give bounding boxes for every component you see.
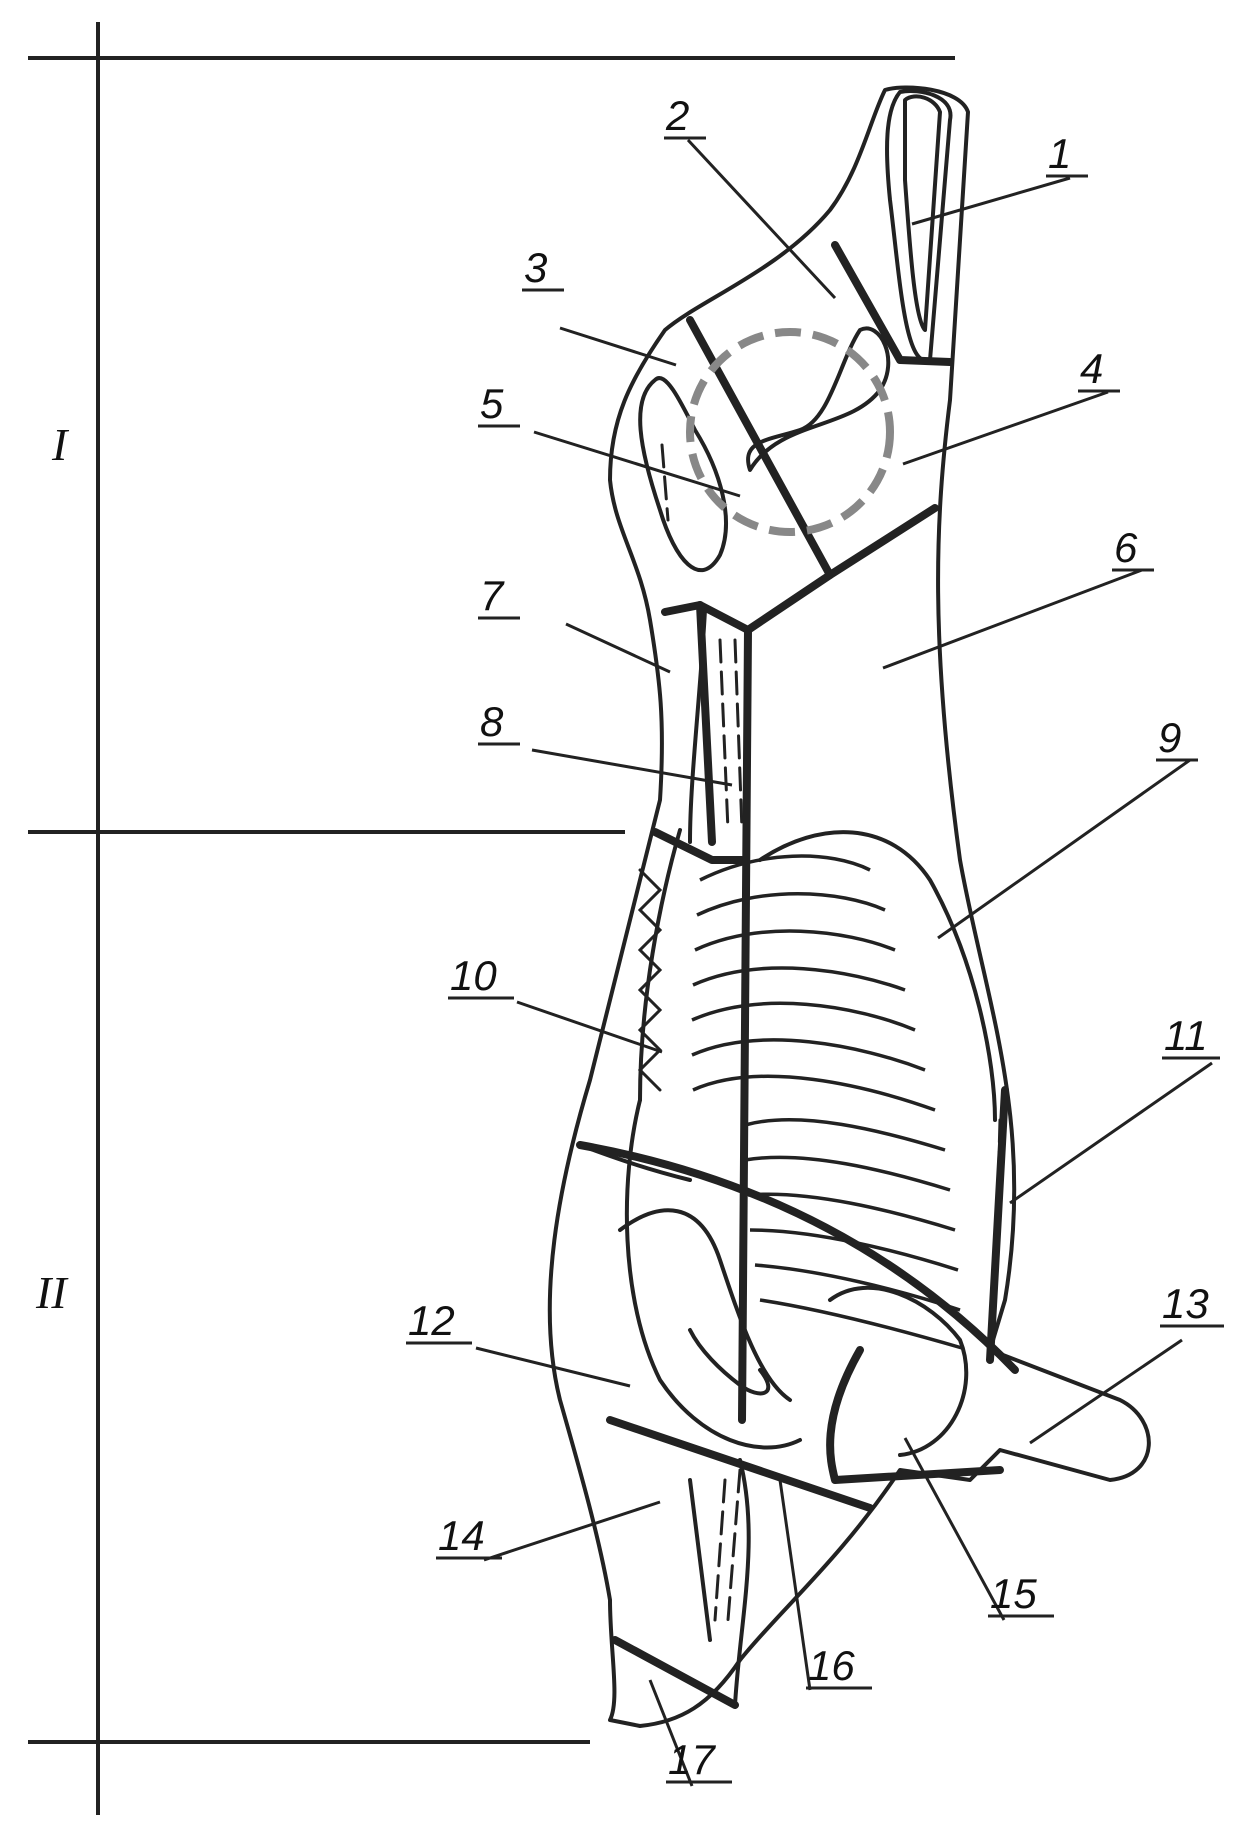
leader-14 [483,1500,661,1562]
callout-10: 10 [450,952,497,999]
callout-underlines [406,136,1224,1784]
callout-13: 13 [1162,1280,1209,1327]
leader-6 [882,568,1143,670]
leader-12 [475,1346,631,1388]
callout-4: 4 [1080,345,1103,392]
callout-15: 15 [990,1570,1037,1617]
leader-5 [533,430,741,498]
callout-5: 5 [480,380,504,427]
leader-4 [902,390,1109,466]
leader-lines [475,138,1213,1787]
leader-1 [911,176,1071,226]
leader-16 [778,1479,812,1691]
callout-8: 8 [480,698,504,745]
callout-6: 6 [1114,524,1138,571]
leader-15 [903,1437,1006,1621]
callout-numbers: 1 2 3 4 5 6 7 8 9 10 11 12 13 14 15 16 1… [408,92,1209,1783]
callout-14: 14 [438,1512,485,1559]
leader-8 [531,748,733,787]
leader-2 [686,138,837,300]
callout-3: 3 [524,244,547,291]
section-label-II: II [35,1267,69,1318]
leader-9 [937,758,1191,940]
leader-10 [516,1000,663,1054]
carcass-outline [547,85,1151,1728]
callout-11: 11 [1164,1012,1208,1059]
callout-12: 12 [408,1297,455,1344]
callout-1: 1 [1048,130,1071,177]
callout-7: 7 [480,572,505,619]
leader-3 [559,326,677,367]
callout-2: 2 [665,92,689,139]
leader-17 [648,1679,694,1787]
leader-7 [565,622,671,674]
dashed-features [660,328,1002,1622]
leader-13 [1029,1338,1183,1445]
callout-9: 9 [1158,714,1181,761]
callout-16: 16 [808,1642,855,1689]
ribs [637,854,963,1350]
leader-11 [1009,1061,1213,1205]
interior-contours [578,326,997,1707]
callout-17: 17 [668,1736,716,1783]
section-label-I: I [51,419,70,470]
dashed-circle-marker [686,328,894,536]
frame [28,22,955,1815]
